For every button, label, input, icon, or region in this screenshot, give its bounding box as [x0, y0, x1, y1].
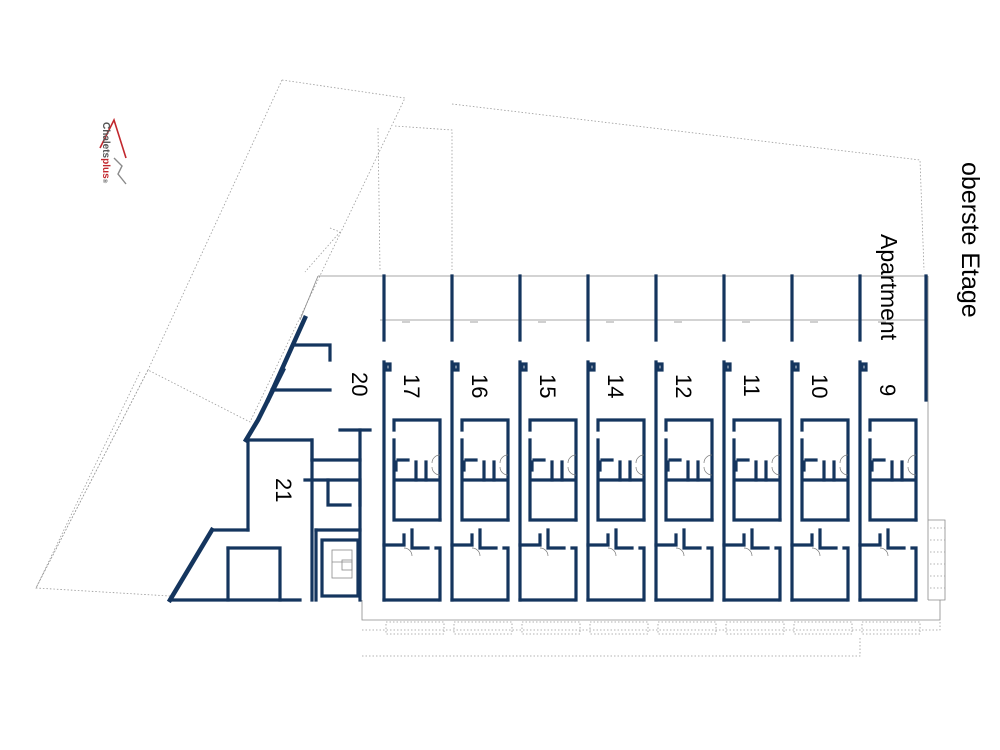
unit-number: 12 [671, 374, 696, 399]
logo-wordmark: Chaletsplus® [100, 122, 111, 184]
chaletsplus-logo: Chaletsplus® [88, 118, 128, 208]
unit-number: 16 [467, 374, 492, 399]
unit-number: 11 [739, 374, 764, 397]
site-outline [35, 79, 941, 657]
apartment-strip [450, 274, 513, 635]
apartment-strip [790, 274, 853, 635]
logo-mark: ® [101, 178, 107, 184]
corner-wing-walls [166, 315, 372, 604]
apartment-strip [654, 274, 717, 635]
unit-number: 10 [807, 374, 832, 399]
logo-text-suffix: plus [100, 158, 111, 179]
unit-number: 14 [603, 374, 628, 399]
unit-number: 17 [399, 374, 424, 399]
apartment-strip [382, 274, 445, 635]
apartment-strip [722, 274, 785, 635]
apartment-strip [586, 274, 649, 635]
apartment-strip [858, 274, 921, 635]
corner-unit-number: 20 [347, 372, 372, 397]
apartment-strips [382, 274, 928, 635]
corner-unit-number: 21 [271, 478, 296, 503]
unit-number: 15 [535, 374, 560, 399]
apartment-strip [518, 274, 581, 635]
building-outline [299, 275, 946, 621]
logo-text: Chalets [100, 122, 111, 159]
roof-icon [99, 118, 127, 185]
floor-label: oberste Etage [956, 162, 984, 318]
unit-number: 9 [875, 384, 900, 397]
apartment-label: Apartment [876, 234, 902, 341]
